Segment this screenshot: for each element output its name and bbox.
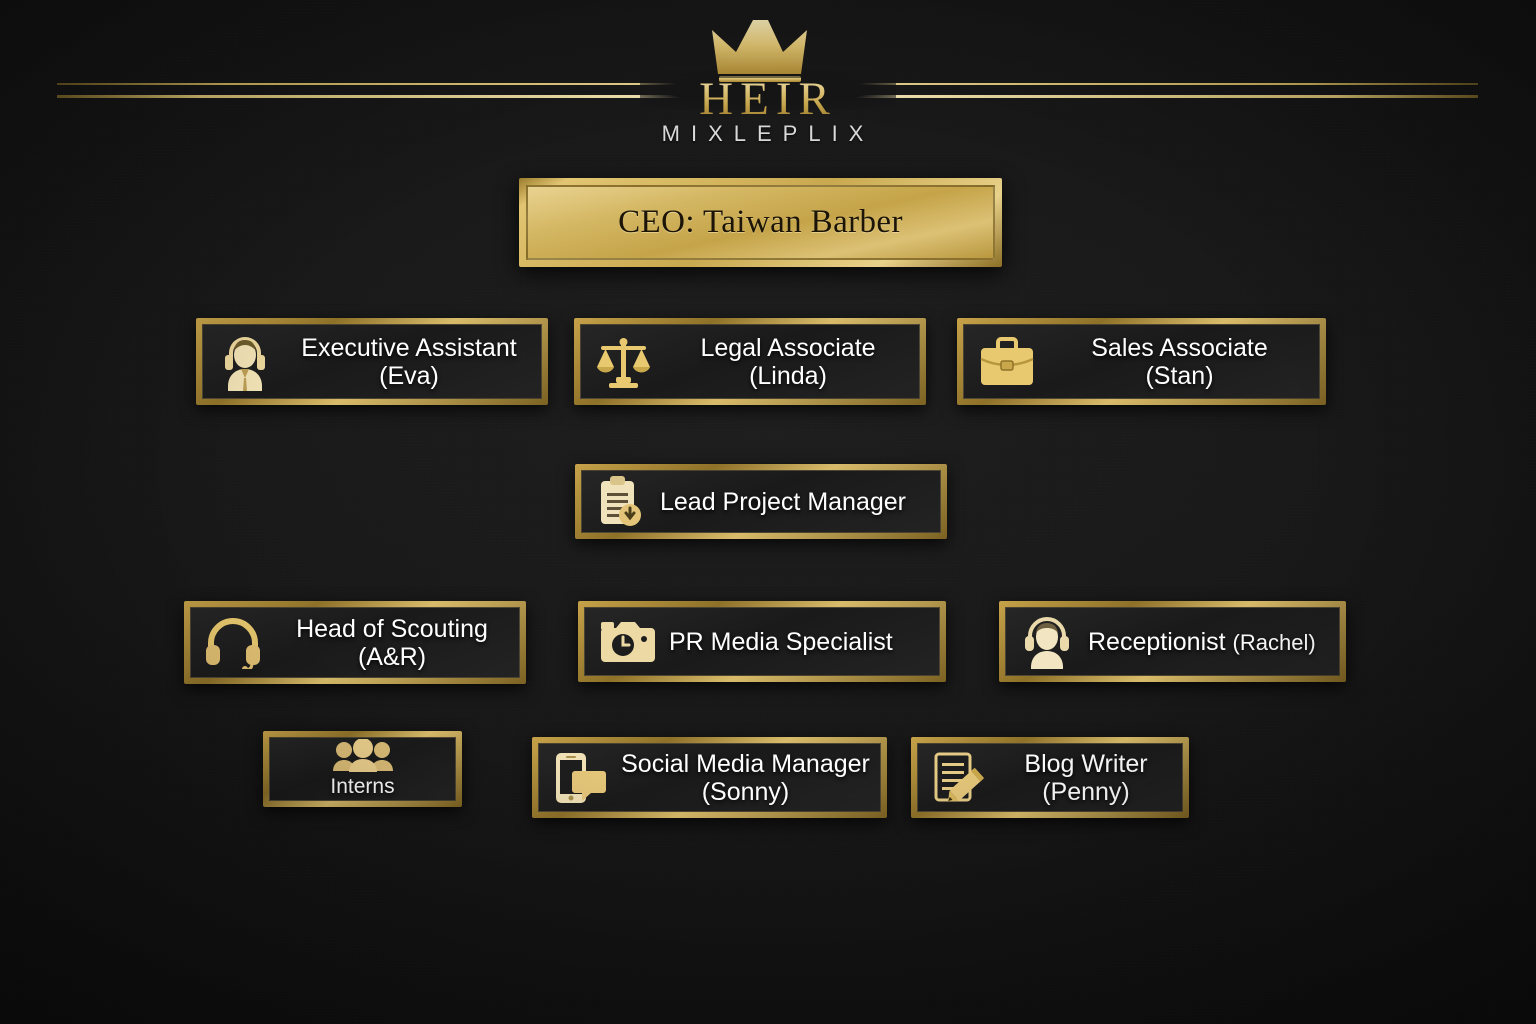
- node-interns-inner: Interns: [269, 737, 456, 801]
- node-lead-project-manager[interactable]: Lead Project Manager: [575, 464, 947, 539]
- node-blog-writer[interactable]: Blog Writer (Penny): [911, 737, 1189, 818]
- camera-icon: [601, 621, 655, 662]
- node-lead-project-manager-label: Lead Project Manager: [660, 487, 906, 516]
- group-people-icon: [332, 739, 393, 773]
- node-legal-associate-inner: Legal Associate (Linda): [580, 324, 920, 399]
- node-head-of-scouting-inner: Head of Scouting (A&R): [190, 607, 520, 678]
- node-ceo-title: CEO: Taiwan Barber: [618, 204, 903, 240]
- node-social-media-manager-inner: Social Media Manager (Sonny): [538, 743, 881, 812]
- document-pencil-icon: [934, 752, 985, 801]
- headphones-icon: [206, 617, 260, 669]
- node-head-of-scouting[interactable]: Head of Scouting (A&R): [184, 601, 526, 684]
- node-receptionist[interactable]: Receptionist (Rachel): [999, 601, 1346, 682]
- node-pr-media-specialist-label: PR Media Specialist: [669, 627, 893, 656]
- node-receptionist-inner: Receptionist (Rachel): [1005, 607, 1340, 676]
- clipboard-icon: [601, 475, 641, 526]
- node-interns[interactable]: Interns: [263, 731, 462, 807]
- node-pr-media-specialist[interactable]: PR Media Specialist: [578, 601, 946, 682]
- node-legal-associate-label: Legal Associate (Linda): [700, 333, 876, 390]
- node-executive-assistant-inner: Executive Assistant (Eva): [202, 324, 542, 399]
- node-lead-project-manager-inner: Lead Project Manager: [581, 470, 941, 533]
- scales-of-justice-icon: [597, 337, 650, 388]
- briefcase-icon: [980, 336, 1034, 385]
- node-ceo-inner: CEO: Taiwan Barber: [526, 185, 995, 260]
- node-legal-associate[interactable]: Legal Associate (Linda): [574, 318, 926, 405]
- node-ceo[interactable]: CEO: Taiwan Barber: [519, 178, 1002, 267]
- node-blog-writer-label: Blog Writer (Penny): [1024, 749, 1148, 806]
- node-interns-label: Interns: [330, 775, 395, 799]
- node-executive-assistant[interactable]: Executive Assistant (Eva): [196, 318, 548, 405]
- node-receptionist-label: Receptionist (Rachel): [1088, 627, 1316, 656]
- node-blog-writer-inner: Blog Writer (Penny): [917, 743, 1183, 812]
- node-sales-associate-label: Sales Associate (Stan): [1091, 333, 1268, 390]
- node-social-media-manager[interactable]: Social Media Manager (Sonny): [532, 737, 887, 818]
- node-sales-associate[interactable]: Sales Associate (Stan): [957, 318, 1326, 405]
- headset-agent-icon: [225, 336, 265, 391]
- node-head-of-scouting-label: Head of Scouting (A&R): [296, 614, 488, 671]
- person-headset-icon: [1025, 616, 1069, 669]
- node-social-media-manager-label: Social Media Manager (Sonny): [621, 749, 870, 806]
- phone-chat-icon: [556, 752, 606, 803]
- node-executive-assistant-label: Executive Assistant (Eva): [301, 333, 517, 390]
- node-pr-media-specialist-inner: PR Media Specialist: [584, 607, 940, 676]
- node-sales-associate-inner: Sales Associate (Stan): [963, 324, 1320, 399]
